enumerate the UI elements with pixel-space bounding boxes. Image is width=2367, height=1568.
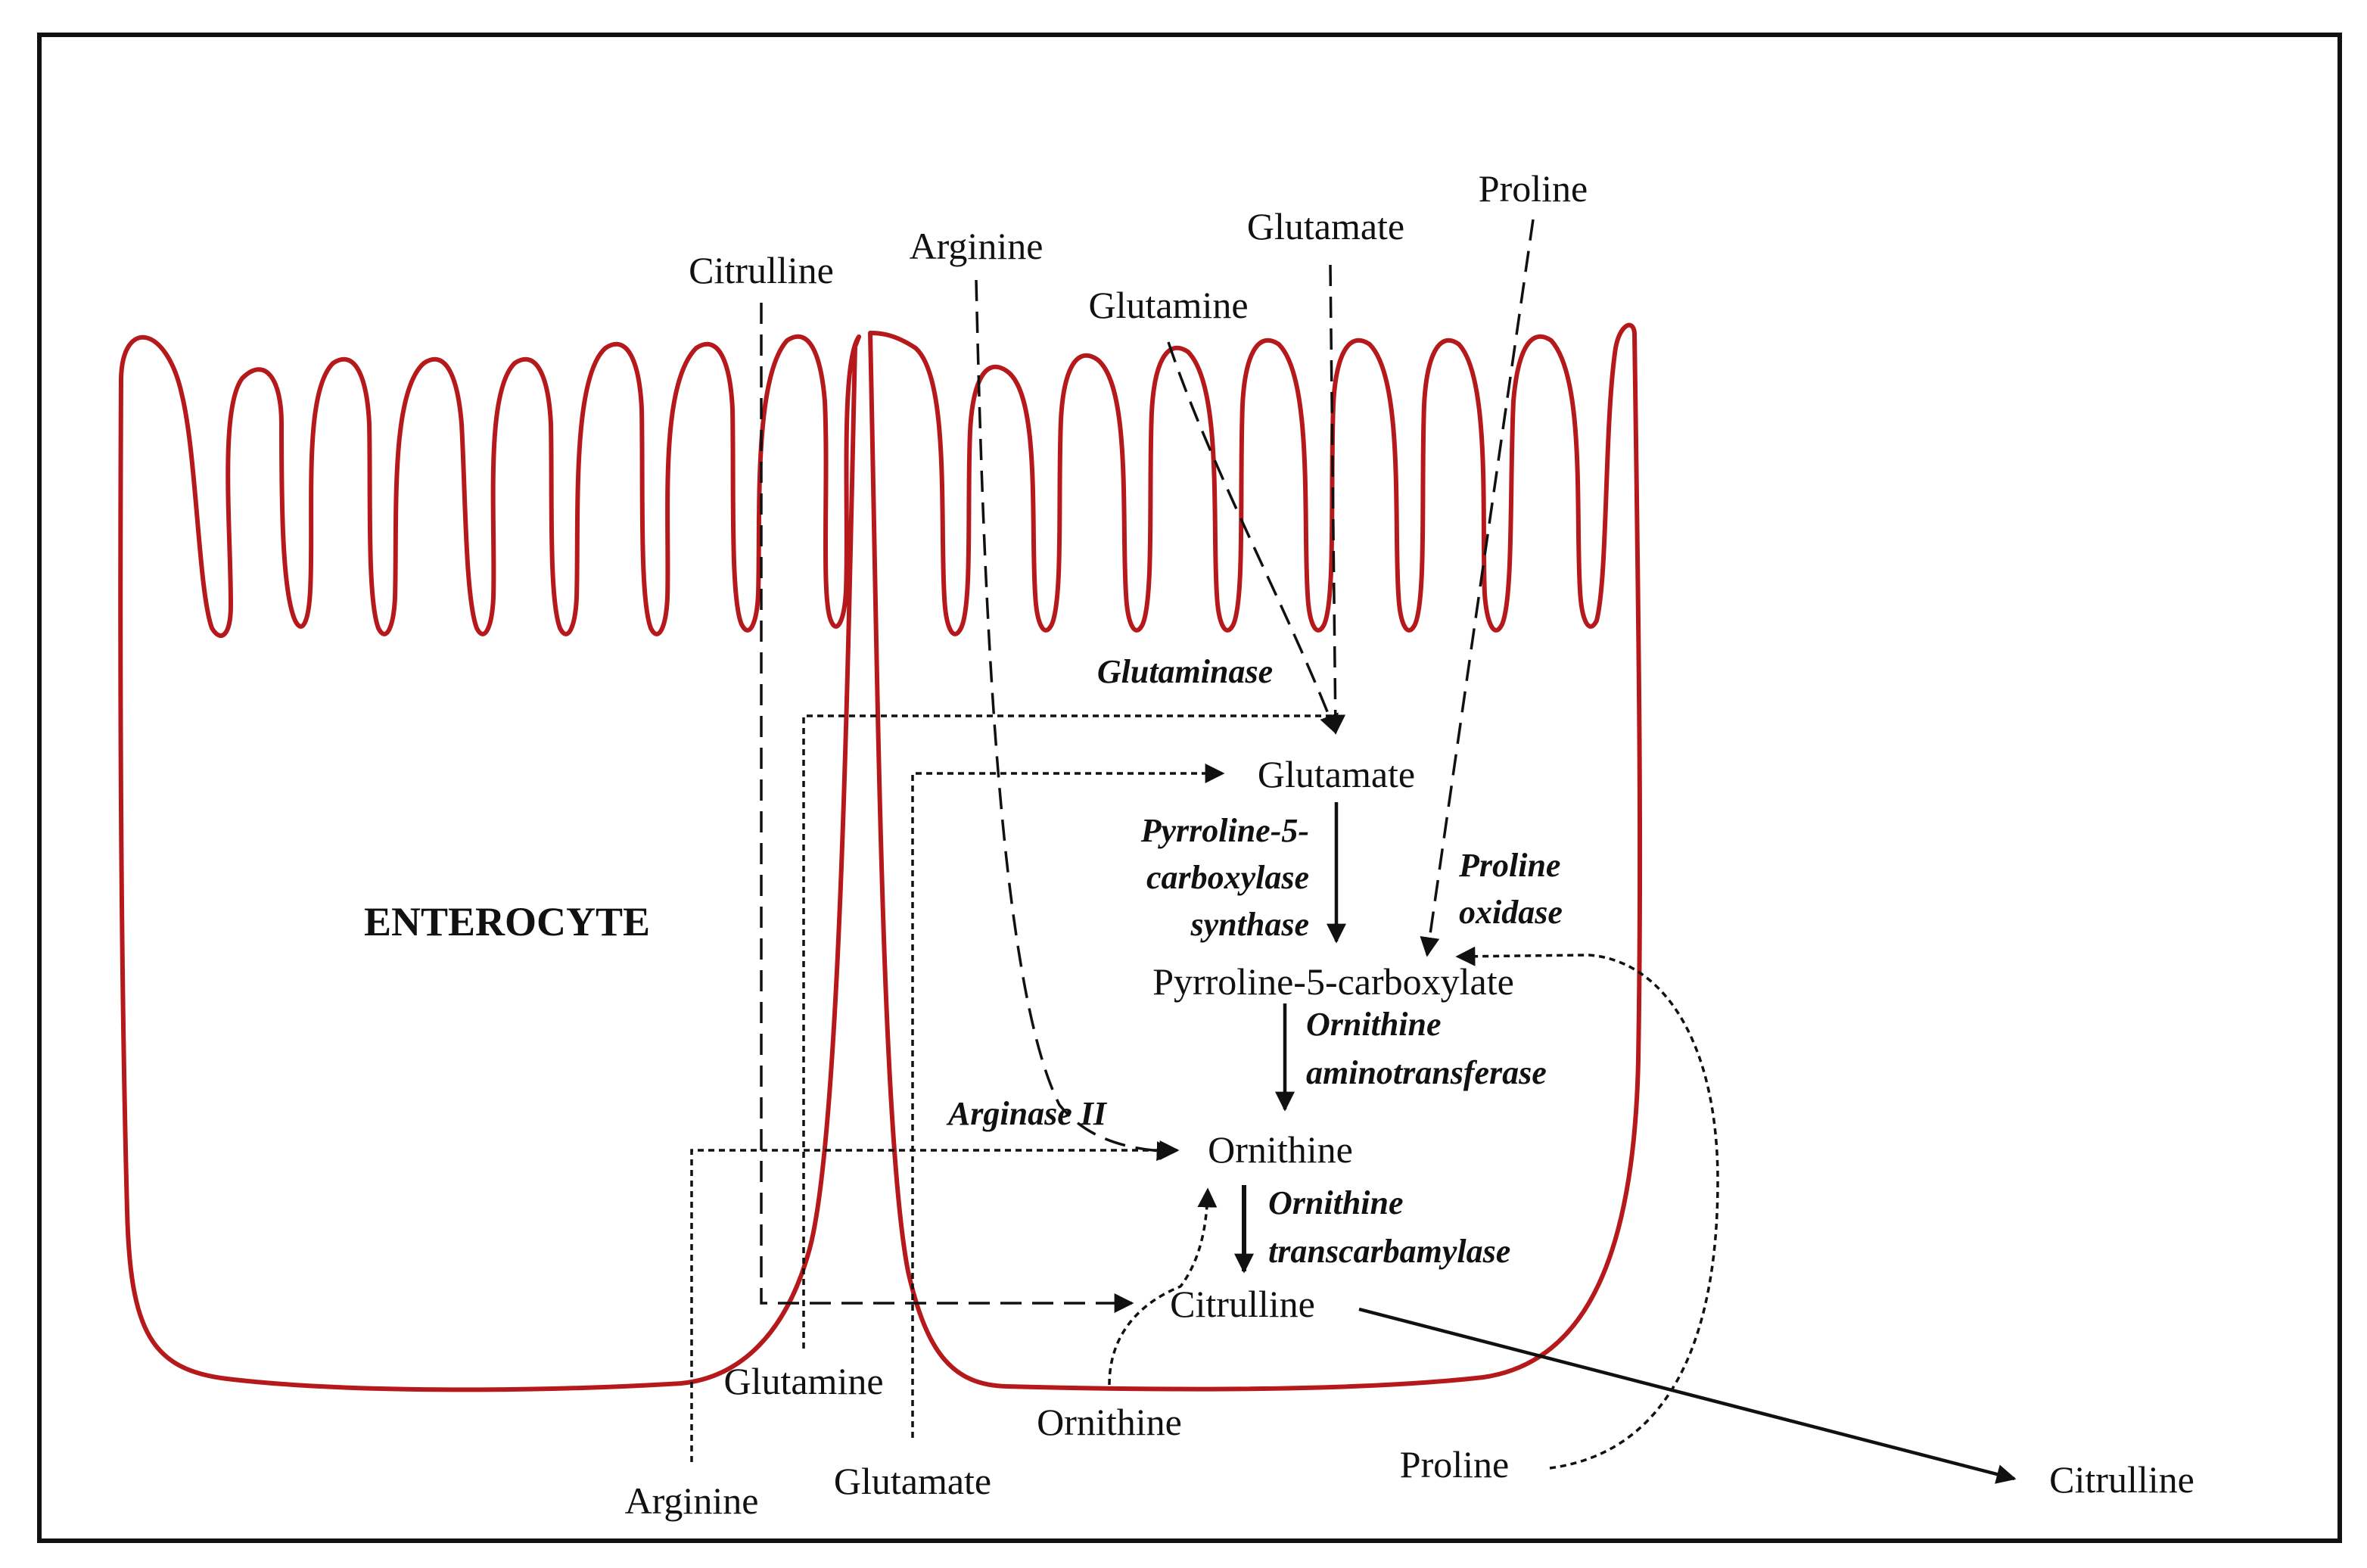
blood-glutamine-label: Glutamine [723, 1360, 883, 1402]
lumen-glutamine-label: Glutamine [1088, 284, 1248, 326]
enzyme-proline-oxidase-line2: oxidase [1459, 894, 1563, 931]
enterocyte-left-membrane [118, 334, 861, 1392]
blood-citrulline-label: Citrulline [2049, 1458, 2194, 1501]
enzyme-p5cs-line1: Pyrroline-5- [1140, 812, 1309, 849]
arrow-lumen-glutamine [1167, 341, 1339, 735]
blood-arginine-label: Arginine [625, 1479, 759, 1522]
enzyme-otc-line1: Ornithine [1268, 1184, 1404, 1221]
arrow-lumen-arginine [975, 279, 1177, 1162]
arrow-lumen-glutamate [1325, 264, 1345, 735]
arrow-lumen-proline [1420, 219, 1535, 957]
enzyme-p5cs-line2: carboxylase [1146, 859, 1309, 896]
blood-glutamate-label: Glutamate [834, 1460, 991, 1502]
lumen-arginine-label: Arginine [910, 225, 1044, 267]
citrulline-label: Citrulline [1170, 1283, 1315, 1325]
enzyme-proline-oxidase-line1: Proline [1458, 847, 1560, 884]
p5c-label: Pyrroline-5-carboxylate [1152, 960, 1514, 1003]
arrow-blood-glutamine [802, 714, 1345, 1349]
enzyme-p5cs-line3: synthase [1190, 906, 1309, 943]
blood-proline-label: Proline [1400, 1443, 1509, 1486]
arrow-lumen-citrulline [760, 303, 1134, 1313]
lumen-citrulline-label: Citrulline [689, 249, 834, 291]
blood-ornithine-label: Ornithine [1037, 1401, 1182, 1443]
arrow-blood-ornithine [1108, 1187, 1218, 1386]
ornithine-label: Ornithine [1208, 1128, 1353, 1171]
arrow-blood-arginine [690, 1140, 1180, 1462]
arrow-blood-glutamate [911, 764, 1225, 1438]
enzyme-oat-line2: aminotransferase [1306, 1054, 1547, 1091]
enzyme-glutaminase: Glutaminase [1097, 653, 1273, 690]
glutamate-label: Glutamate [1258, 753, 1415, 795]
arrow-blood-proline [1455, 946, 1719, 1470]
figure-frame [37, 33, 2342, 1543]
enterocyte-right-membrane [868, 322, 1643, 1392]
lumen-glutamate-label: Glutamate [1247, 205, 1404, 247]
enzyme-arginase-ii: Arginase II [946, 1095, 1108, 1132]
enzyme-otc-line2: transcarbamylase [1268, 1233, 1510, 1270]
arrow-citrulline-to-blood [1358, 1307, 2017, 1484]
enterocyte-label: ENTEROCYTE [364, 899, 650, 944]
lumen-proline-label: Proline [1479, 167, 1588, 210]
enzyme-oat-line1: Ornithine [1306, 1006, 1442, 1043]
